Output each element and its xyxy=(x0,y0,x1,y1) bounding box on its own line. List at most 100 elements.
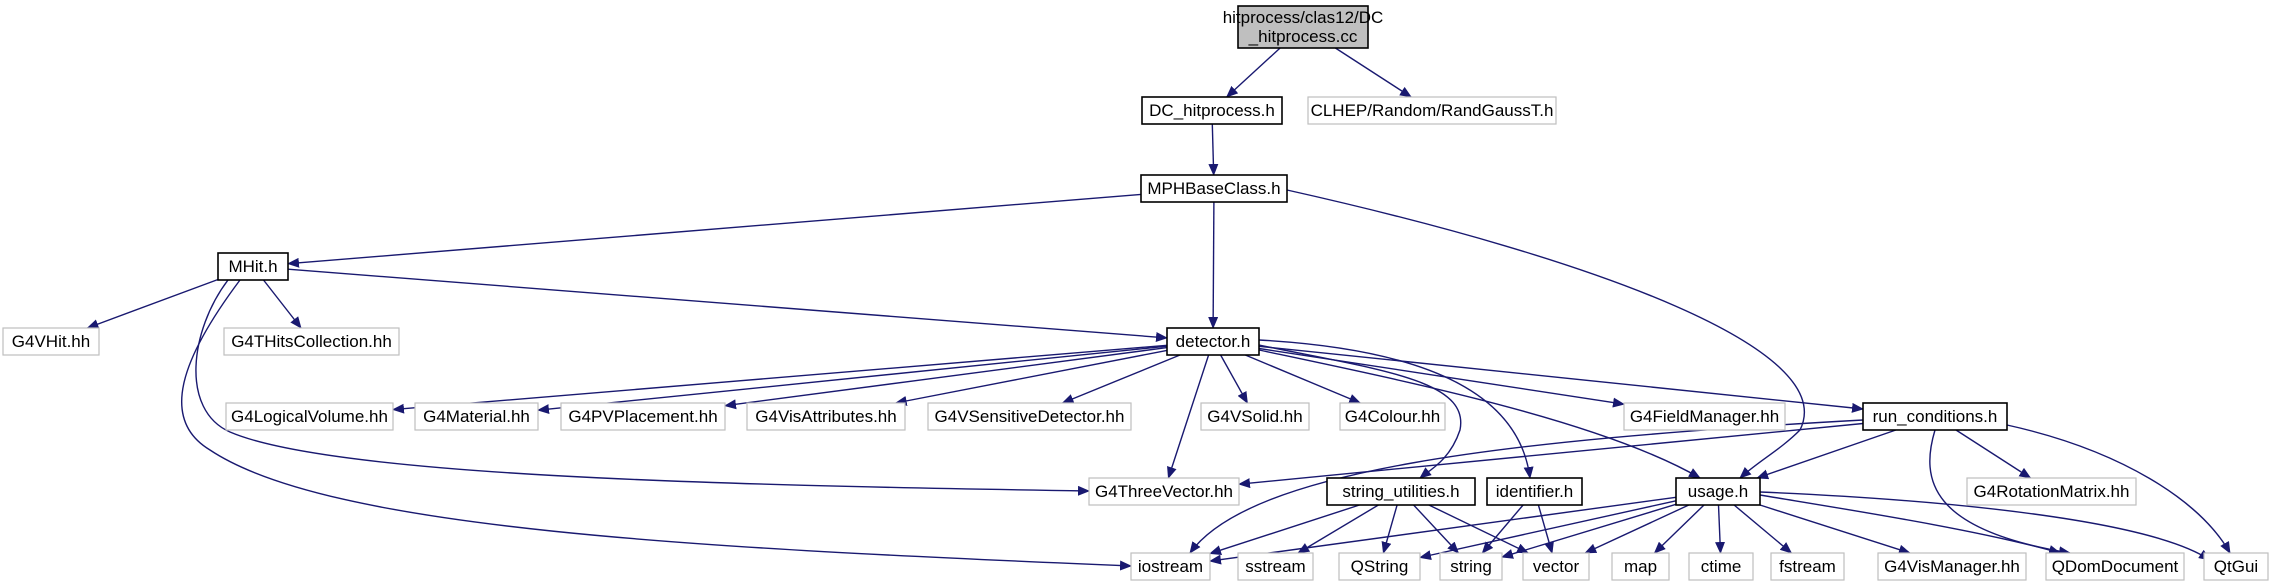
node-box xyxy=(560,402,726,431)
edge-detector_h-to-g4pvplacement_hh xyxy=(724,346,1168,410)
edge-mhit_h-to-g4vhit_hh xyxy=(86,278,219,329)
node-box xyxy=(225,402,394,431)
edge-mhit_h-to-g4threevector_hh xyxy=(195,279,1090,496)
node-mhit-h[interactable]: MHit.h xyxy=(217,252,289,281)
node-label: G4PVPlacement.hh xyxy=(568,407,717,426)
edge-detector_h-to-g4logicalvolume_hh xyxy=(392,344,1168,414)
node-label: hitprocess/clas12/DC xyxy=(1223,8,1384,27)
node-g4threevector-hh: G4ThreeVector.hh xyxy=(1088,477,1240,506)
node-box xyxy=(1237,5,1369,49)
edge-mphbaseclass_h-to-mhit_h xyxy=(287,193,1142,268)
node-label: ctime xyxy=(1701,557,1742,576)
edge-usage_h-to-qtgui xyxy=(1759,491,2211,561)
node-label: G4Colour.hh xyxy=(1345,407,1440,426)
edge-detector_h-to-g4colour_hh xyxy=(1245,354,1362,404)
edge-mphbaseclass_h-to-usage_h xyxy=(1286,189,1806,479)
node-label: identifier.h xyxy=(1496,482,1574,501)
edge-identifier_h-to-vector xyxy=(1537,504,1554,554)
node-dc-hitprocess-h[interactable]: DC_hitprocess.h xyxy=(1141,96,1283,125)
node-qtgui: QtGui xyxy=(2203,552,2269,581)
edge-usage_h-to-vector xyxy=(1584,504,1690,554)
node-box xyxy=(2045,552,2185,581)
node-iostream: iostream xyxy=(1130,552,1211,581)
node-g4visattributes-hh: G4VisAttributes.hh xyxy=(746,402,906,431)
node-label: G4VHit.hh xyxy=(12,332,90,351)
edge-run_conditions_h-to-usage_h xyxy=(1756,429,1897,480)
edge-usage_h-to-ctime xyxy=(1715,504,1726,554)
node-qdomdocument: QDomDocument xyxy=(2045,552,2185,581)
node-box xyxy=(1439,552,1503,581)
edge-detector_h-to-g4vsolid_hh xyxy=(1219,354,1249,404)
node-label: string xyxy=(1450,557,1492,576)
node-sstream: sstream xyxy=(1237,552,1314,581)
node-box xyxy=(1237,552,1314,581)
edge-string_utilities_h-to-sstream xyxy=(1297,504,1379,554)
edge-identifier_h-to-string xyxy=(1481,504,1524,554)
edge-string_utilities_h-to-string xyxy=(1413,504,1460,554)
node-box xyxy=(1770,552,1845,581)
edge-dc_hitprocess_h-to-mphbaseclass_h xyxy=(1208,123,1219,176)
edge-string_utilities_h-to-qstring xyxy=(1381,504,1398,554)
node-label: fstream xyxy=(1779,557,1836,576)
node-box xyxy=(2,327,100,356)
node-mphbaseclass-h[interactable]: MPHBaseClass.h xyxy=(1140,174,1288,203)
node-layer: hitprocess/clas12/DC_hitprocess.ccDC_hit… xyxy=(2,5,2269,581)
node-g4logicalvolume-hh: G4LogicalVolume.hh xyxy=(225,402,394,431)
node-root[interactable]: hitprocess/clas12/DC_hitprocess.cc xyxy=(1223,5,1384,49)
node-box xyxy=(1862,402,2008,431)
edge-detector_h-to-g4visattributes_hh xyxy=(894,349,1168,406)
node-box xyxy=(1522,552,1590,581)
node-identifier-h[interactable]: identifier.h xyxy=(1486,477,1583,506)
edge-run_conditions_h-to-g4threevector_hh xyxy=(1238,422,1864,489)
edge-usage_h-to-qstring xyxy=(1419,500,1677,561)
node-label: G4VisManager.hh xyxy=(1884,557,2020,576)
node-box xyxy=(223,327,400,356)
node-label: G4LogicalVolume.hh xyxy=(231,407,388,426)
edge-mhit_h-to-g4thitscollection_hh xyxy=(262,279,302,329)
node-string-utilities-h[interactable]: string_utilities.h xyxy=(1326,477,1476,506)
node-label: MHit.h xyxy=(228,257,277,276)
edge-detector_h-to-usage_h xyxy=(1258,349,1701,479)
node-box xyxy=(217,252,289,281)
node-box xyxy=(1088,477,1240,506)
node-string: string xyxy=(1439,552,1503,581)
node-ctime: ctime xyxy=(1688,552,1754,581)
edge-usage_h-to-map xyxy=(1653,504,1705,554)
edge-string_utilities_h-to-iostream xyxy=(1209,504,1360,555)
edge-run_conditions_h-to-g4rotationmatrix_hh xyxy=(1955,429,2032,479)
node-box xyxy=(2203,552,2269,581)
node-label: G4ThreeVector.hh xyxy=(1095,482,1233,501)
edge-detector_h-to-g4fieldmanager_hh xyxy=(1258,347,1625,408)
node-label: string_utilities.h xyxy=(1342,482,1459,501)
edge-mphbaseclass_h-to-detector_h xyxy=(1208,201,1219,329)
edge-detector_h-to-identifier_h xyxy=(1258,339,1534,479)
node-label: G4THitsCollection.hh xyxy=(231,332,392,351)
node-label: G4VisAttributes.hh xyxy=(755,407,896,426)
node-label: sstream xyxy=(1245,557,1305,576)
edge-layer xyxy=(86,47,2231,571)
node-g4rotationmatrix-hh: G4RotationMatrix.hh xyxy=(1966,477,2137,506)
edge-usage_h-to-string xyxy=(1501,503,1677,559)
node-label: _hitprocess.cc xyxy=(1248,27,1358,46)
node-g4thitscollection-hh: G4THitsCollection.hh xyxy=(223,327,400,356)
node-vector: vector xyxy=(1522,552,1590,581)
node-label: CLHEP/Random/RandGaussT.h xyxy=(1311,101,1554,120)
node-box xyxy=(746,402,906,431)
node-box xyxy=(1339,402,1446,431)
node-box xyxy=(1877,552,2027,581)
edge-usage_h-to-fstream xyxy=(1733,504,1793,554)
node-detector-h[interactable]: detector.h xyxy=(1166,327,1260,356)
node-usage-h[interactable]: usage.h xyxy=(1675,477,1761,506)
edge-mhit_h-to-iostream xyxy=(180,279,1132,571)
node-box xyxy=(1200,402,1310,431)
edge-usage_h-to-iostream xyxy=(1209,496,1677,565)
node-box xyxy=(1338,552,1421,581)
edge-detector_h-to-run_conditions_h xyxy=(1258,345,1864,413)
node-box xyxy=(1130,552,1211,581)
node-map: map xyxy=(1611,552,1670,581)
node-label: detector.h xyxy=(1176,332,1251,351)
node-box xyxy=(1307,96,1557,125)
node-fstream: fstream xyxy=(1770,552,1845,581)
node-run-conditions-h[interactable]: run_conditions.h xyxy=(1862,402,2008,431)
node-g4vsolid-hh: G4VSolid.hh xyxy=(1200,402,1310,431)
